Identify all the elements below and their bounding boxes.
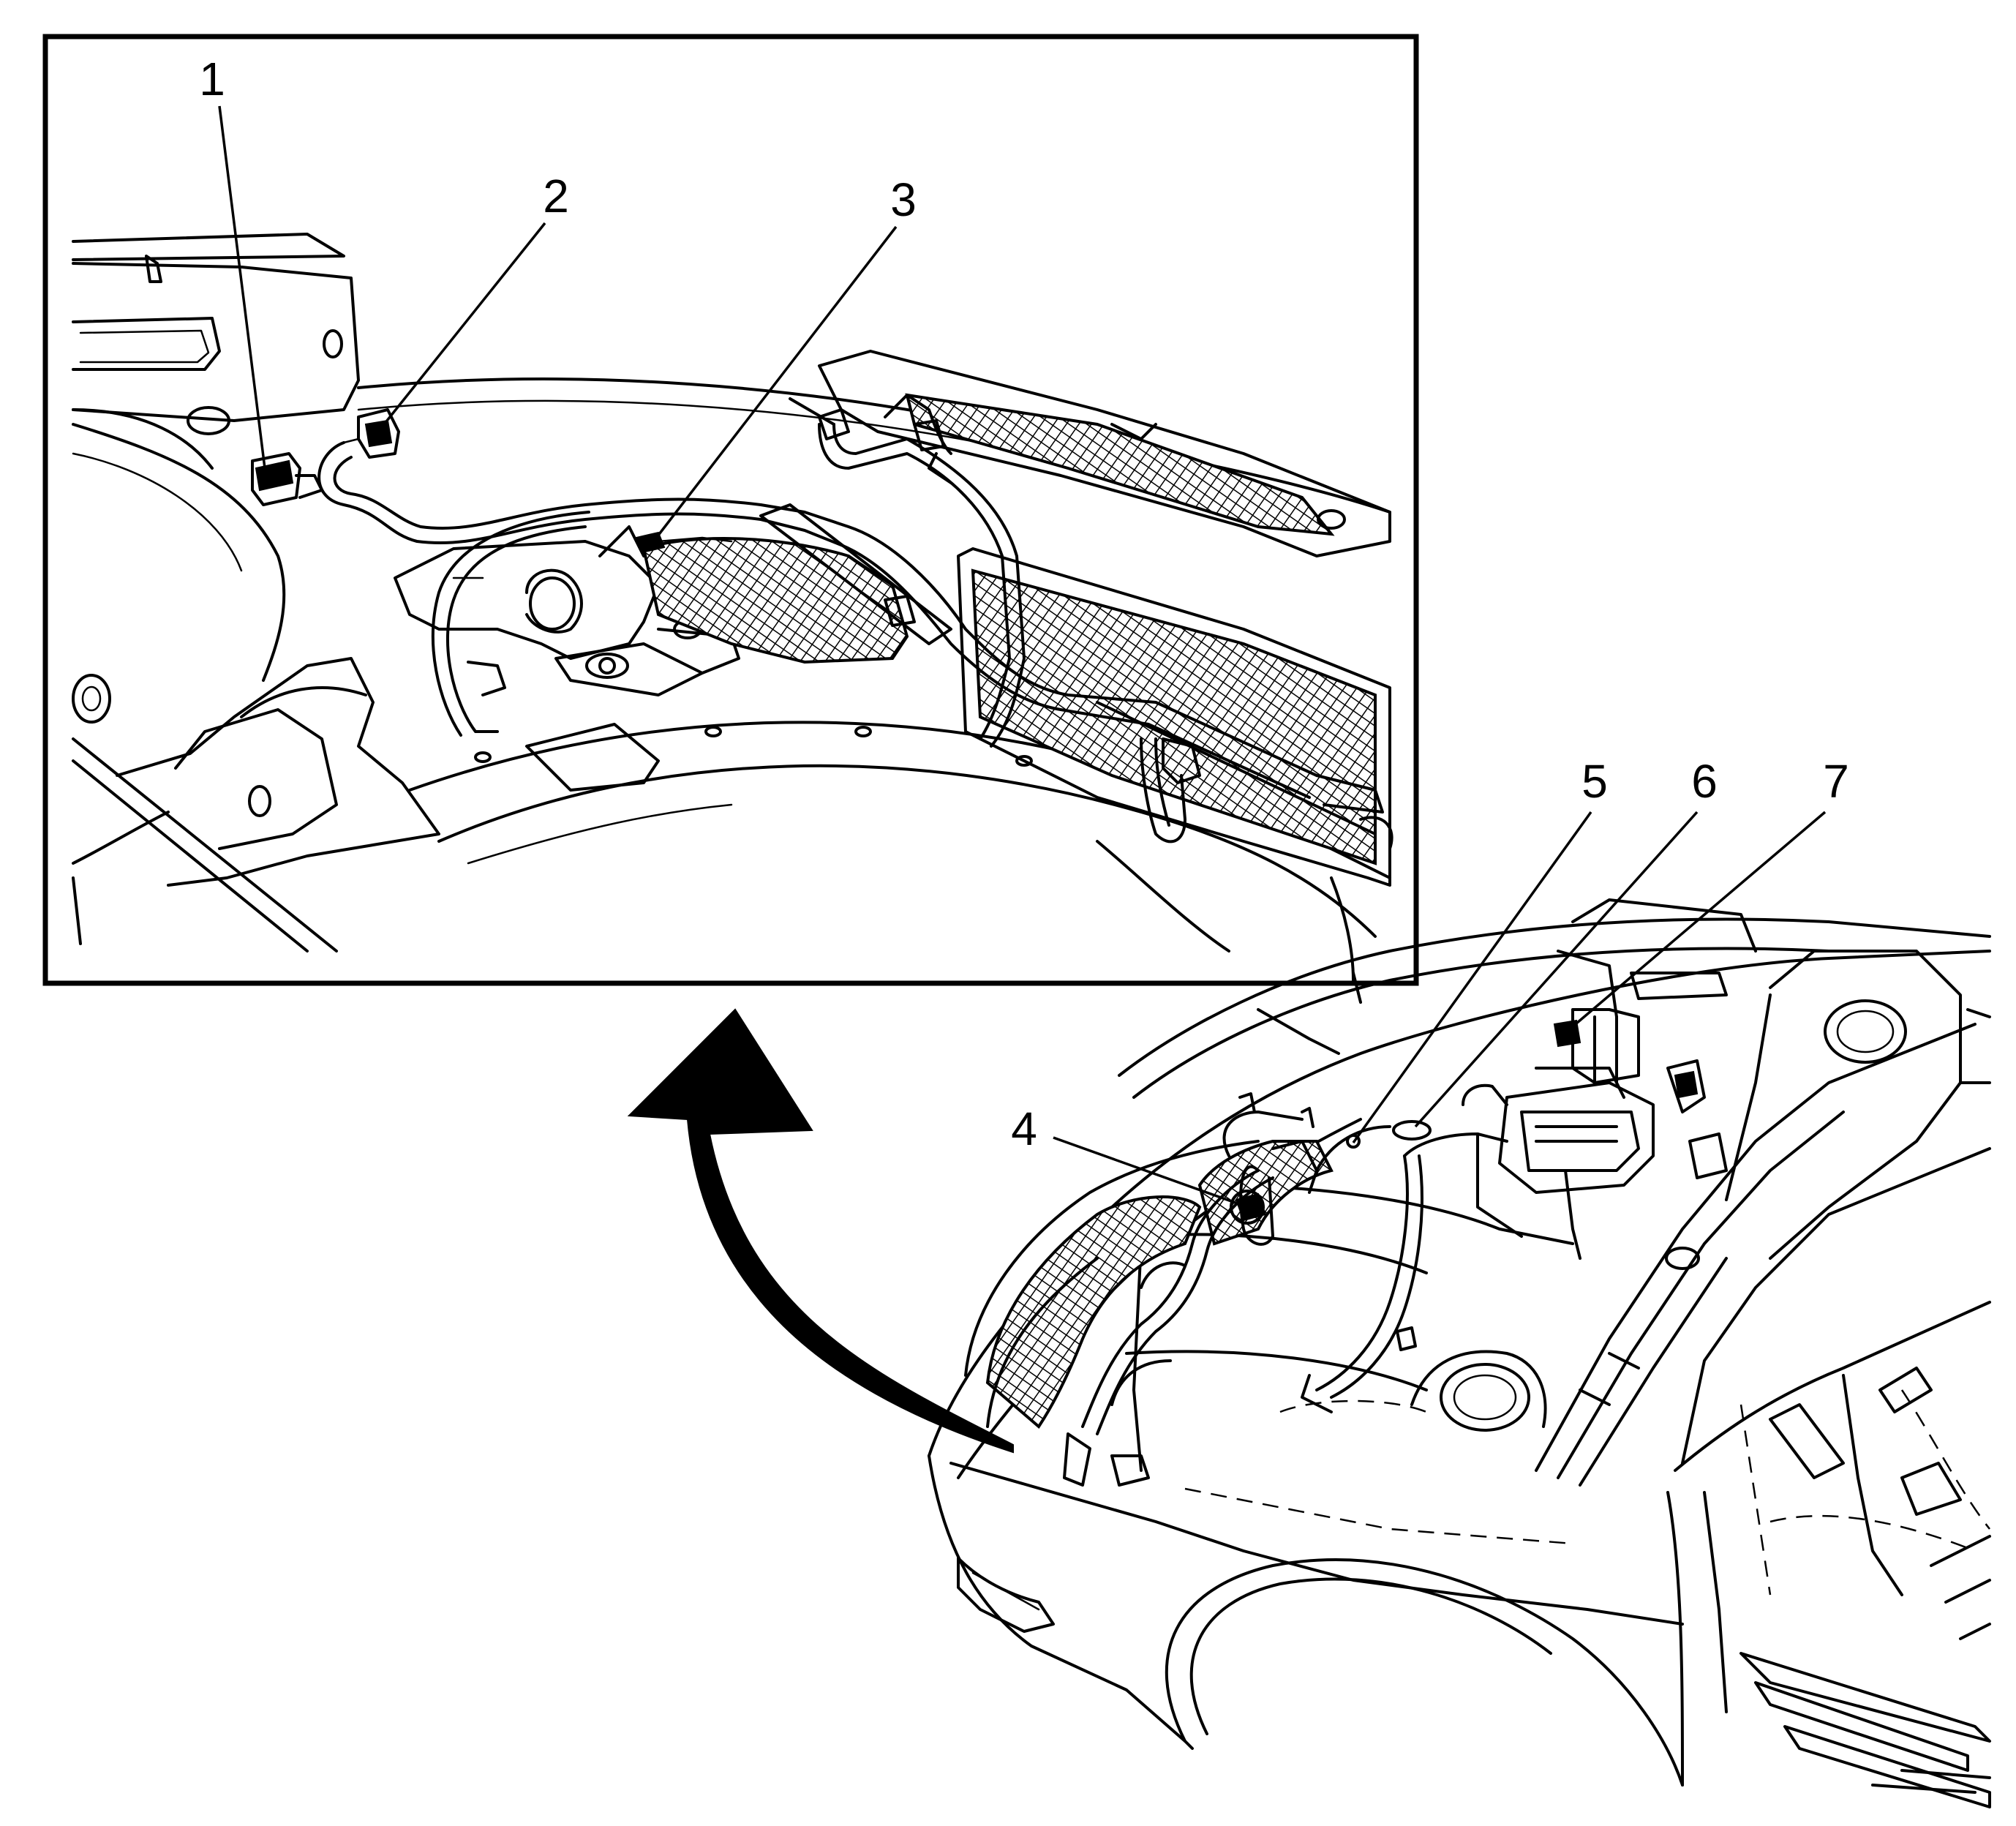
leader-line-3 — [653, 225, 898, 541]
callout-6: 6 — [1691, 755, 1718, 808]
inset-lower-grille — [957, 547, 1393, 887]
leader-line-2 — [383, 222, 546, 426]
callout-5: 5 — [1581, 755, 1608, 808]
leader-line-6 — [1414, 811, 1699, 1128]
callout-4: 4 — [1011, 1102, 1037, 1155]
callout-3: 3 — [890, 173, 917, 226]
callout-2: 2 — [543, 170, 569, 222]
vehicle-front-view — [928, 898, 1991, 1808]
inset-left-body-panel — [72, 233, 360, 682]
leader-line-5 — [1352, 811, 1592, 1144]
callout-labels: 1 2 3 4 5 6 7 — [199, 53, 1849, 1155]
callout-7: 7 — [1823, 755, 1849, 808]
leader-lines — [218, 105, 1827, 1207]
leader-line-1 — [218, 105, 266, 469]
callout-1: 1 — [199, 53, 225, 105]
leader-line-4 — [1053, 1136, 1244, 1207]
inset-wiring-harness — [317, 394, 1384, 844]
inset-left-fender-structure — [72, 657, 440, 953]
inset-headlamp-bracket — [394, 525, 740, 696]
harness-connector — [342, 408, 400, 459]
inset-center-air-inlet-mesh — [642, 537, 909, 664]
inset-detail-view — [42, 34, 1419, 986]
view-direction-arrow — [627, 1008, 1014, 1454]
leader-line-7 — [1565, 811, 1827, 1033]
